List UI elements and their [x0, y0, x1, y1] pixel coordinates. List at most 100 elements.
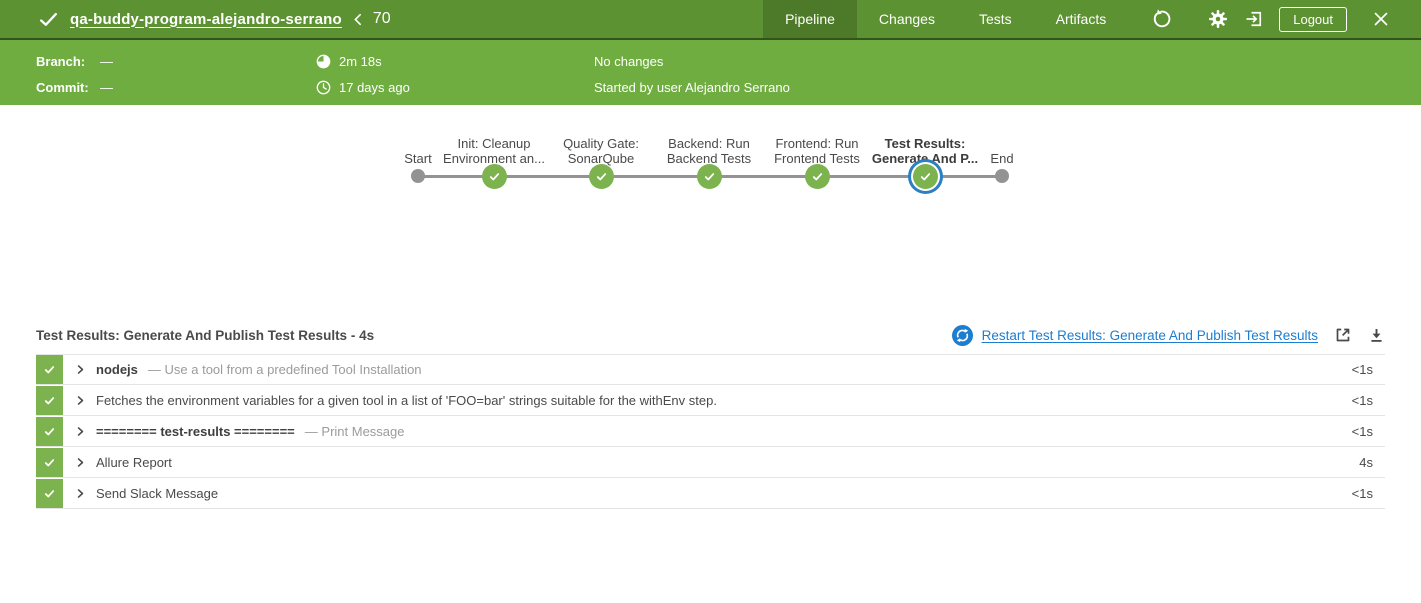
- pipeline-node-label-line: Start: [404, 151, 432, 166]
- stage-actions: Restart Test Results: Generate And Publi…: [951, 324, 1385, 346]
- tab-pipeline[interactable]: Pipeline: [763, 0, 857, 38]
- top-navigation-bar: qa-buddy-program-alejandro-serrano 70 Pi…: [0, 0, 1421, 40]
- step-name: Fetches the environment variables for a …: [96, 393, 717, 408]
- stage-steps-section: Test Results: Generate And Publish Test …: [0, 324, 1421, 509]
- changes-column: No changes Started by user Alejandro Ser…: [594, 53, 790, 95]
- timing-column: 2m 18s 17 days ago: [316, 53, 410, 95]
- download-icon[interactable]: [1368, 327, 1385, 344]
- chevron-right-icon[interactable]: [75, 364, 86, 375]
- node-success-check-icon: [489, 173, 499, 181]
- pipeline-node-label-line: SonarQube: [567, 151, 635, 166]
- pipeline-node-label-quality-gate-sonarqube: Quality Gate:SonarQube: [516, 129, 686, 166]
- pipeline-node-label-line: Generate And P...: [871, 151, 979, 166]
- step-summary: Fetches the environment variables for a …: [63, 386, 1352, 415]
- pipeline-node-label-line: Frontend Tests: [774, 151, 860, 166]
- pipeline-node-label-line: Backend Tests: [666, 151, 752, 166]
- step-row[interactable]: ======== test-results ========— Print Me…: [36, 417, 1385, 447]
- pipeline-node-label-line: Backend: Run: [668, 136, 750, 151]
- step-description: — Use a tool from a predefined Tool Inst…: [147, 362, 422, 377]
- commit-value: —: [100, 79, 113, 95]
- pipeline-node-label-start: Start: [333, 129, 503, 166]
- stage-title: Test Results: Generate And Publish Test …: [36, 327, 375, 343]
- step-status-success: [36, 448, 63, 477]
- gear-icon[interactable]: [1208, 9, 1228, 29]
- run-number: 70: [372, 10, 391, 27]
- exit-to-classic-icon[interactable]: [1244, 9, 1264, 29]
- chevron-right-icon[interactable]: [75, 426, 86, 437]
- topbar-actions: Logout: [1140, 0, 1421, 38]
- tab-tests[interactable]: Tests: [978, 11, 1012, 27]
- node-success-check-icon: [596, 173, 606, 181]
- run-status-check-icon: [38, 9, 59, 30]
- step-duration: <1s: [1351, 486, 1373, 501]
- step-status-success: [36, 355, 63, 384]
- pipeline-node-label-end: End: [917, 129, 1087, 166]
- logout-button[interactable]: Logout: [1279, 6, 1347, 32]
- step-name: Allure Report: [96, 455, 172, 470]
- pipeline-node-backend-run-backend-tests[interactable]: [696, 164, 722, 189]
- node-success-check-icon: [920, 173, 930, 181]
- branch-commit-column: Branch: — Commit: —: [36, 53, 113, 95]
- run-duration: 2m 18s: [339, 53, 382, 69]
- pipeline-node-frontend-run-frontend-tests[interactable]: [804, 164, 830, 189]
- pipeline-node-test-results-generate-and-p[interactable]: [912, 164, 938, 189]
- step-row[interactable]: Send Slack Message <1s: [36, 479, 1385, 509]
- pipeline-node-label-line: Test Results:: [884, 136, 966, 151]
- pipeline-node-label-line: Init: Cleanup: [457, 136, 531, 151]
- close-icon[interactable]: [1373, 11, 1389, 27]
- step-row[interactable]: nodejs— Use a tool from a predefined Too…: [36, 355, 1385, 385]
- step-duration: <1s: [1351, 393, 1373, 408]
- run-completed-ago: 17 days ago: [339, 79, 410, 95]
- step-summary: Allure Report: [63, 448, 1359, 477]
- node-success-check-icon: [704, 173, 714, 181]
- pipeline-node-quality-gate-sonarqube[interactable]: [588, 164, 614, 189]
- step-summary: nodejs— Use a tool from a predefined Too…: [63, 355, 1352, 384]
- branch-value: —: [100, 53, 113, 69]
- pipeline-name-link[interactable]: qa-buddy-program-alejandro-serrano: [70, 10, 342, 28]
- branch-label: Branch:: [36, 53, 86, 69]
- clock-icon: [316, 80, 331, 95]
- changes-text: No changes: [594, 53, 664, 69]
- restart-stage-link[interactable]: Restart Test Results: Generate And Publi…: [981, 327, 1318, 343]
- chevron-right-icon[interactable]: [75, 395, 86, 406]
- tab-changes[interactable]: Changes: [878, 11, 935, 27]
- pipeline-node-label-line: End: [990, 151, 1014, 166]
- step-duration: 4s: [1359, 455, 1373, 470]
- pipeline-node-label-line: Frontend: Run: [775, 136, 859, 151]
- tab-artifacts[interactable]: Artifacts: [1055, 11, 1107, 27]
- pipeline-node-label-test-results-generate-and-p: Test Results:Generate And P...: [840, 129, 1010, 166]
- pipeline-node-end[interactable]: [995, 169, 1009, 183]
- pipeline-node-label-line: Environment an...: [443, 151, 545, 166]
- chevron-right-icon[interactable]: [75, 488, 86, 499]
- stopwatch-icon: [316, 54, 331, 69]
- open-in-new-tab-icon[interactable]: [1334, 326, 1352, 344]
- restart-sync-icon[interactable]: [951, 324, 973, 346]
- step-list: nodejs— Use a tool from a predefined Too…: [36, 354, 1385, 509]
- breadcrumb-chevron-left-icon[interactable]: [351, 12, 364, 27]
- step-summary: Send Slack Message: [63, 479, 1352, 508]
- step-name: Send Slack Message: [96, 486, 219, 501]
- step-summary: ======== test-results ========— Print Me…: [63, 417, 1352, 446]
- started-by-text: Started by user Alejandro Serrano: [594, 79, 790, 95]
- stage-steps-header: Test Results: Generate And Publish Test …: [36, 324, 1385, 346]
- chevron-right-icon[interactable]: [75, 457, 86, 468]
- step-status-success: [36, 417, 63, 446]
- step-status-success: [36, 386, 63, 415]
- pipeline-node-init-cleanup-environment-an[interactable]: [481, 164, 507, 189]
- breadcrumb: qa-buddy-program-alejandro-serrano 70: [0, 0, 391, 38]
- step-description: — Print Message: [304, 424, 405, 439]
- run-info-header: Branch: — Commit: — 2m 18s: [0, 40, 1421, 105]
- node-success-check-icon: [812, 173, 822, 181]
- run-detail-tabs: Pipeline Changes Tests Artifacts: [763, 0, 1128, 38]
- pipeline-node-start[interactable]: [411, 169, 425, 183]
- step-row[interactable]: Fetches the environment variables for a …: [36, 386, 1385, 416]
- rerun-icon[interactable]: [1150, 8, 1172, 30]
- step-status-success: [36, 479, 63, 508]
- step-duration: <1s: [1351, 424, 1373, 439]
- step-row[interactable]: Allure Report 4s: [36, 448, 1385, 478]
- commit-label: Commit:: [36, 79, 89, 95]
